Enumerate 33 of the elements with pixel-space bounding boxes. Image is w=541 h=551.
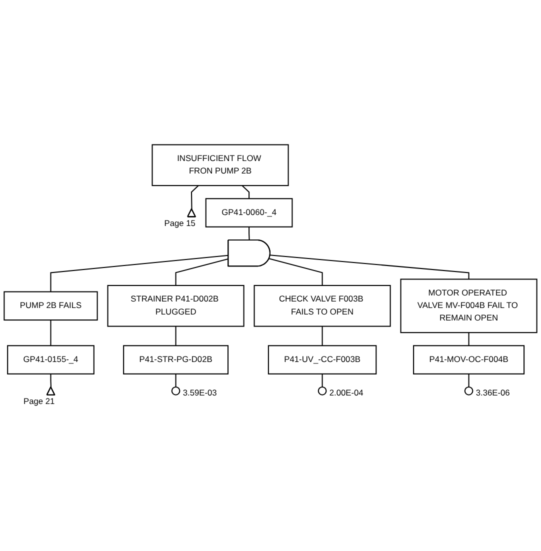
node-box: PUMP 2B FAILS	[4, 291, 98, 321]
connector	[270, 254, 470, 280]
probability-value: 3.59E-03	[182, 387, 217, 398]
connector	[242, 185, 250, 199]
page-reference: Page 15	[164, 218, 196, 228]
connector	[322, 326, 323, 346]
node-circle	[171, 386, 180, 396]
connector	[50, 374, 52, 388]
node-box: P41-MOV-OC-F004B	[413, 345, 525, 374]
page-reference: Page 21	[24, 396, 55, 406]
connector	[268, 258, 323, 286]
connector	[175, 258, 229, 286]
connector	[175, 326, 176, 346]
node-box: INSUFFICIENT FLOW FRON PUMP 2B	[152, 144, 289, 186]
node-box: GP41-0155-_4	[7, 345, 94, 374]
node-box: GP41-0060-_4	[205, 198, 293, 228]
connector	[322, 374, 323, 387]
node-circle	[464, 386, 474, 396]
connector	[50, 320, 52, 346]
node-box: STRAINER P41-D002B PLUGGED	[107, 284, 244, 327]
node-circle	[318, 386, 327, 396]
node-box: MOTOR OPERATED VALVE MV-F004B FAIL TO REMAIN OPEN	[400, 278, 538, 334]
node-box: P41-UV_-CC-F003B	[268, 345, 377, 374]
connector	[190, 185, 199, 210]
connector	[468, 374, 470, 387]
node-box: P41-STR-PG-D02B	[123, 345, 229, 374]
connector	[248, 226, 250, 240]
node-box: CHECK VALVE F003B FAILS TO OPEN	[254, 284, 391, 327]
connector	[175, 374, 176, 387]
connector	[50, 254, 228, 292]
probability-value: 2.00E-04	[329, 387, 364, 398]
probability-value: 3.36E-06	[476, 387, 510, 398]
connector	[468, 332, 470, 346]
